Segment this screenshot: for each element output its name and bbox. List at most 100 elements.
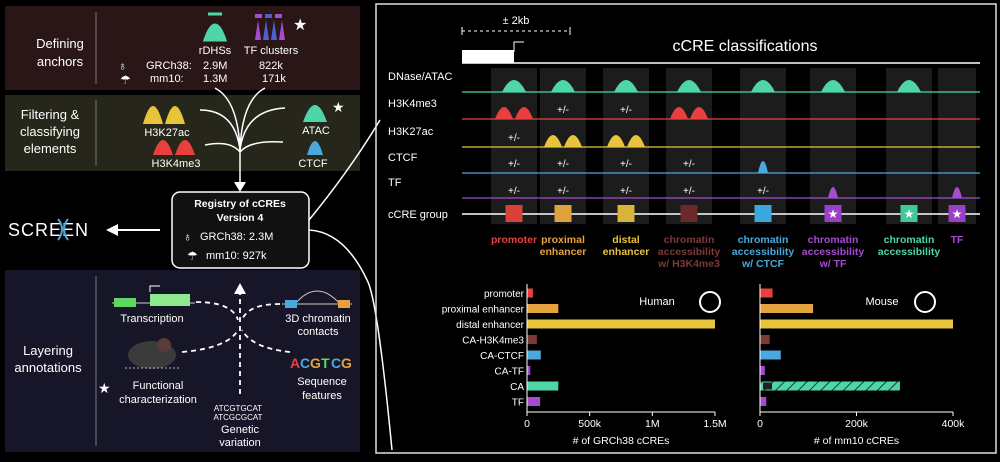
h3k27ac-peak-icon	[143, 106, 185, 124]
chart-title: Mouse	[865, 296, 898, 308]
filtering-title-2: classifying	[20, 124, 80, 139]
bar	[760, 350, 781, 360]
filtering-title-1: Filtering &	[21, 107, 80, 122]
signal-peak	[627, 135, 645, 147]
ctcf-peak-icon	[307, 141, 323, 155]
group-label: proximal	[541, 234, 585, 246]
category-label: distal enhancer	[456, 320, 524, 331]
functional-label-2: characterization	[119, 394, 197, 406]
registry-box: Registry of cCREs Version 4 ♁ GRCh38: 2.…	[171, 191, 310, 269]
group-box	[754, 205, 772, 222]
group-label: chromatin	[738, 234, 789, 246]
svg-text:C: C	[331, 355, 341, 371]
bar	[760, 335, 770, 344]
mm10-rdhs: 1.3M	[203, 73, 227, 85]
signal-peak	[614, 80, 638, 92]
atac-peak-icon	[303, 105, 327, 122]
tick-label: 0	[524, 418, 530, 430]
group-label: accessibility	[658, 246, 721, 258]
row-label: H3K27ac	[388, 126, 434, 138]
mouse-model-icon	[125, 338, 180, 369]
group-label: TF	[951, 234, 964, 246]
bar	[527, 381, 559, 391]
signal-peak	[607, 135, 625, 147]
group-box	[824, 205, 842, 222]
signal-peak	[751, 80, 775, 92]
classification-title: cCRE classifications	[673, 38, 818, 55]
signal-peak	[495, 107, 513, 119]
chromatin-contacts-icon	[282, 290, 352, 308]
group-label: w/ CTCF	[741, 258, 785, 270]
row-label: H3K4me3	[388, 98, 437, 110]
atac-label: ATAC	[302, 125, 330, 137]
category-label: CA	[510, 382, 524, 393]
plus-minus-label: +/-	[508, 133, 520, 144]
group-label: enhancer	[540, 246, 587, 258]
plus-minus-label: +/-	[557, 159, 569, 170]
signal-peak	[670, 107, 688, 119]
star-icon: ★	[952, 207, 963, 221]
scale-label: ± 2kb	[503, 15, 530, 27]
group-box	[505, 205, 523, 222]
group-label: distal	[612, 234, 640, 246]
registry-title-1: Registry of cCREs	[194, 198, 286, 210]
bar	[527, 304, 559, 313]
chart-title: Human	[639, 296, 674, 308]
signal-peak	[502, 80, 526, 92]
bar	[527, 319, 715, 329]
human-icon: ♁	[118, 59, 127, 73]
tf-clusters-label: TF clusters	[244, 45, 299, 57]
arrow-left-icon	[106, 224, 118, 236]
tick-label: 1.5M	[703, 418, 726, 430]
sequence-logo-icon: A C G T C G	[290, 355, 352, 371]
group-label: chromatin	[808, 234, 859, 246]
signal-peak	[758, 161, 768, 173]
star-icon: ★	[904, 207, 915, 221]
signal-peak	[952, 187, 962, 198]
svg-text:G: G	[310, 355, 321, 371]
signal-peak	[690, 107, 708, 119]
category-label: CA-H3K4me3	[462, 336, 524, 347]
bar	[527, 366, 531, 375]
layering-title-1: Layering	[23, 343, 73, 358]
sequence-2: ATCGCGCAT	[213, 413, 262, 422]
screen-logo[interactable]: SCREEN	[8, 218, 89, 241]
group-label: accessibility	[802, 246, 865, 258]
transcription-label: Transcription	[120, 313, 183, 325]
gene-body-icon	[462, 50, 514, 63]
bar	[760, 397, 767, 406]
bar	[760, 319, 953, 329]
signal-peak	[821, 80, 845, 92]
signal-peak	[551, 80, 575, 92]
contacts-label-1: 3D chromatin	[285, 313, 350, 325]
group-label: promoter	[491, 234, 537, 246]
h3k4me3-label: H3K4me3	[152, 158, 201, 170]
mouse-icon	[914, 291, 936, 313]
group-label: chromatin	[664, 234, 715, 246]
mouse-icon: ☂	[187, 249, 198, 263]
category-label: CA-TF	[495, 367, 524, 378]
bar	[760, 366, 765, 375]
star-icon: ★	[828, 207, 839, 221]
svg-text:A: A	[290, 355, 300, 371]
bar	[527, 288, 533, 298]
rdhs-icon	[202, 12, 228, 42]
rdhs-label: rDHSs	[199, 45, 232, 57]
tick-label: 200k	[845, 418, 869, 430]
signal-peak	[828, 187, 838, 198]
plus-minus-label: +/-	[620, 159, 632, 170]
tick-label: 400k	[942, 418, 966, 430]
signal-peak	[544, 135, 562, 147]
bar	[760, 288, 773, 298]
tf-cluster-icon	[255, 14, 285, 40]
defining-title-2: anchors	[37, 54, 84, 69]
screen-logo-text: SCREEN	[8, 220, 89, 240]
defining-title-1: Defining	[36, 36, 84, 51]
plus-minus-label: +/-	[683, 159, 695, 170]
row-label: TF	[388, 177, 402, 189]
mm10-label: mm10:	[150, 73, 184, 85]
group-label: chromatin	[884, 234, 935, 246]
bar	[527, 397, 541, 406]
